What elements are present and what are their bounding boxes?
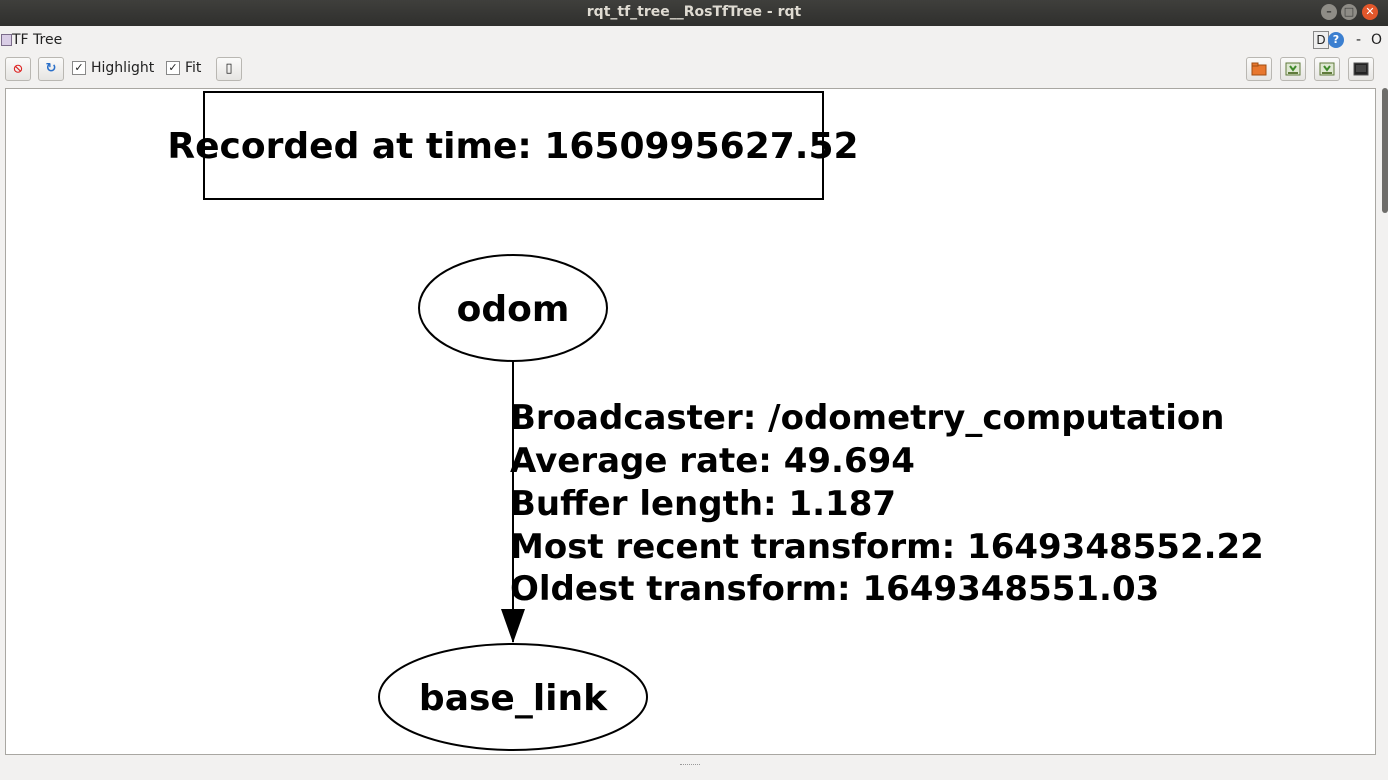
stop-icon: ⦸ (13, 61, 23, 76)
window-title: rqt_tf_tree__RosTfTree - rqt (586, 4, 802, 20)
load-dot-button[interactable] (1246, 57, 1272, 81)
plugin-title: TF Tree (12, 32, 63, 48)
edge-oldest-transform: Oldest transform: 1649348551.03 (510, 569, 1159, 609)
recorded-time-box (203, 91, 824, 200)
fit-view-icon: ▯ (225, 61, 233, 76)
maximize-button[interactable]: □ (1341, 4, 1357, 20)
help-button[interactable]: ? (1328, 32, 1344, 48)
node-base-link-label: base_link (419, 678, 608, 719)
tf-graph: Recorded at time: 1650995627.52 odom Bro… (167, 91, 1264, 751)
resize-grip[interactable] (680, 764, 700, 768)
open-folder-icon (1251, 62, 1267, 76)
edge-buffer-length: Buffer length: 1.187 (510, 484, 896, 524)
edge-broadcaster: Broadcaster: /odometry_computation (510, 398, 1224, 438)
toolbar: ⦸ ↻ ✓ Highlight ✓ Fit ▯ (0, 55, 1388, 85)
edge-arrowhead (501, 609, 525, 643)
fit-checkbox[interactable]: ✓ (166, 61, 180, 75)
window-titlebar: rqt_tf_tree__RosTfTree - rqt – □ ✕ (0, 0, 1388, 26)
close-plugin-button[interactable]: O (1371, 32, 1383, 48)
refresh-icon: ↻ (45, 61, 57, 76)
fit-label: Fit (185, 60, 202, 76)
plugin-header: TF Tree D ? - O (0, 27, 1388, 53)
save-icon (1319, 62, 1335, 76)
save-icon (1285, 62, 1301, 76)
graph-canvas[interactable]: Recorded at time: 1650995627.52 odom Bro… (5, 88, 1376, 755)
recorded-time-label: Recorded at time: 1650995627.52 (167, 126, 858, 167)
save-svg-button[interactable] (1314, 57, 1340, 81)
vertical-scrollbar[interactable] (1382, 88, 1388, 213)
dock-button[interactable]: D (1313, 31, 1329, 49)
refresh-button[interactable]: ↻ (38, 57, 64, 81)
node-odom-label: odom (457, 289, 570, 330)
save-dot-button[interactable] (1280, 57, 1306, 81)
close-button[interactable]: ✕ (1362, 4, 1378, 20)
highlight-checkbox[interactable]: ✓ (72, 61, 86, 75)
plugin-icon (1, 34, 12, 46)
save-image-button[interactable] (1348, 57, 1374, 81)
minimize-button[interactable]: – (1321, 4, 1337, 20)
edge-average-rate: Average rate: 49.694 (510, 441, 915, 481)
fit-in-view-button[interactable]: ▯ (216, 57, 242, 81)
highlight-label: Highlight (91, 60, 155, 76)
edge-most-recent-transform: Most recent transform: 1649348552.22 (510, 527, 1264, 567)
image-icon (1353, 62, 1369, 76)
minimize-plugin-button[interactable]: - (1356, 32, 1362, 48)
stop-button[interactable]: ⦸ (5, 57, 31, 81)
node-base-link[interactable] (378, 643, 648, 751)
